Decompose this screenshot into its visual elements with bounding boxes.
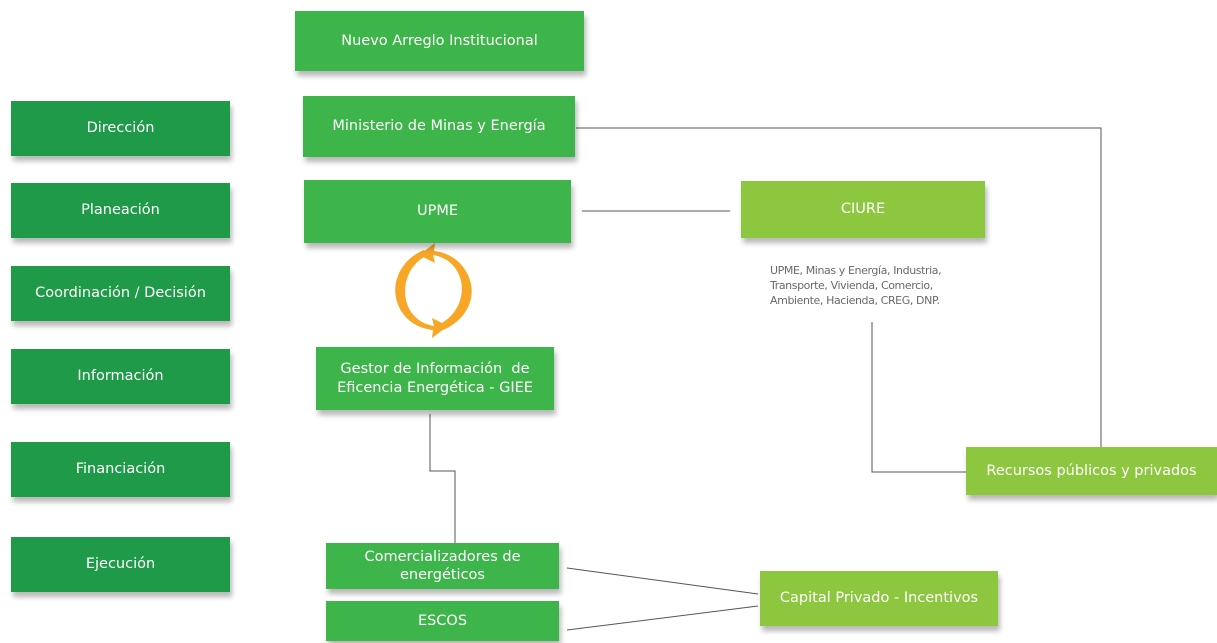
box-ministerio: Ministerio de Minas y Energía — [303, 96, 575, 157]
connector-escos-capital — [566, 605, 759, 631]
label-giee-line2: Eficencia Energética - GIEE — [337, 379, 533, 396]
ciure-members-line2: Transporte, Vivienda, Comercio, — [770, 279, 933, 292]
label-ciure: CIURE — [840, 201, 886, 218]
label-comercializadores-line1: Comercializadores de — [364, 548, 521, 565]
label-comercializadores-line2: energéticos — [400, 567, 485, 583]
label-financiacion: Financiación — [75, 461, 166, 478]
ciure-members-line3: Ambiente, Hacienda, CREG, DNP. — [770, 294, 940, 307]
label-upme: UPME — [416, 203, 459, 220]
box-direccion: Dirección — [11, 101, 230, 156]
box-recursos: Recursos públicos y privados — [966, 447, 1217, 495]
label-coordinacion: Coordinación / Decisión — [35, 285, 206, 302]
label-capital: Capital Privado - Incentivos — [779, 590, 979, 607]
box-nuevo-arreglo: Nuevo Arreglo Institucional — [295, 11, 584, 71]
refresh-icon — [395, 243, 472, 338]
connector-ciure-recursos — [871, 322, 966, 473]
ciure-members-line1: UPME, Minas y Energía, Industria, — [770, 264, 942, 277]
label-direccion: Dirección — [86, 120, 155, 137]
label-ministerio: Ministerio de Minas y Energía — [332, 118, 546, 135]
title-nuevo-arreglo: Nuevo Arreglo Institucional — [341, 32, 538, 49]
box-upme: UPME — [304, 180, 571, 243]
label-ejecucion: Ejecución — [85, 556, 156, 573]
connector-giee-comercializadores — [429, 414, 456, 543]
box-ciure: CIURE — [741, 181, 985, 238]
connector-comercializadores-capital — [566, 567, 759, 595]
box-financiacion: Financiación — [11, 442, 230, 497]
box-ejecucion: Ejecución — [11, 537, 230, 592]
label-planeacion: Planeación — [81, 202, 160, 219]
box-escos: ESCOS — [326, 601, 559, 641]
label-informacion: Información — [77, 368, 164, 385]
box-informacion: Información — [11, 349, 230, 404]
box-giee: Gestor de Información de Eficencia Energ… — [316, 347, 554, 410]
label-giee-line1: Gestor de Información de — [340, 361, 530, 378]
box-capital: Capital Privado - Incentivos — [760, 571, 998, 626]
connector-ministerio-recursos — [576, 127, 1102, 447]
label-recursos: Recursos públicos y privados — [986, 462, 1197, 479]
label-escos: ESCOS — [417, 612, 468, 629]
ciure-members: UPME, Minas y Energía, Industria, Transp… — [770, 263, 990, 308]
box-planeacion: Planeación — [11, 183, 230, 238]
box-coordinacion: Coordinación / Decisión — [11, 266, 230, 321]
box-comercializadores: Comercializadores de energéticos — [326, 543, 559, 589]
